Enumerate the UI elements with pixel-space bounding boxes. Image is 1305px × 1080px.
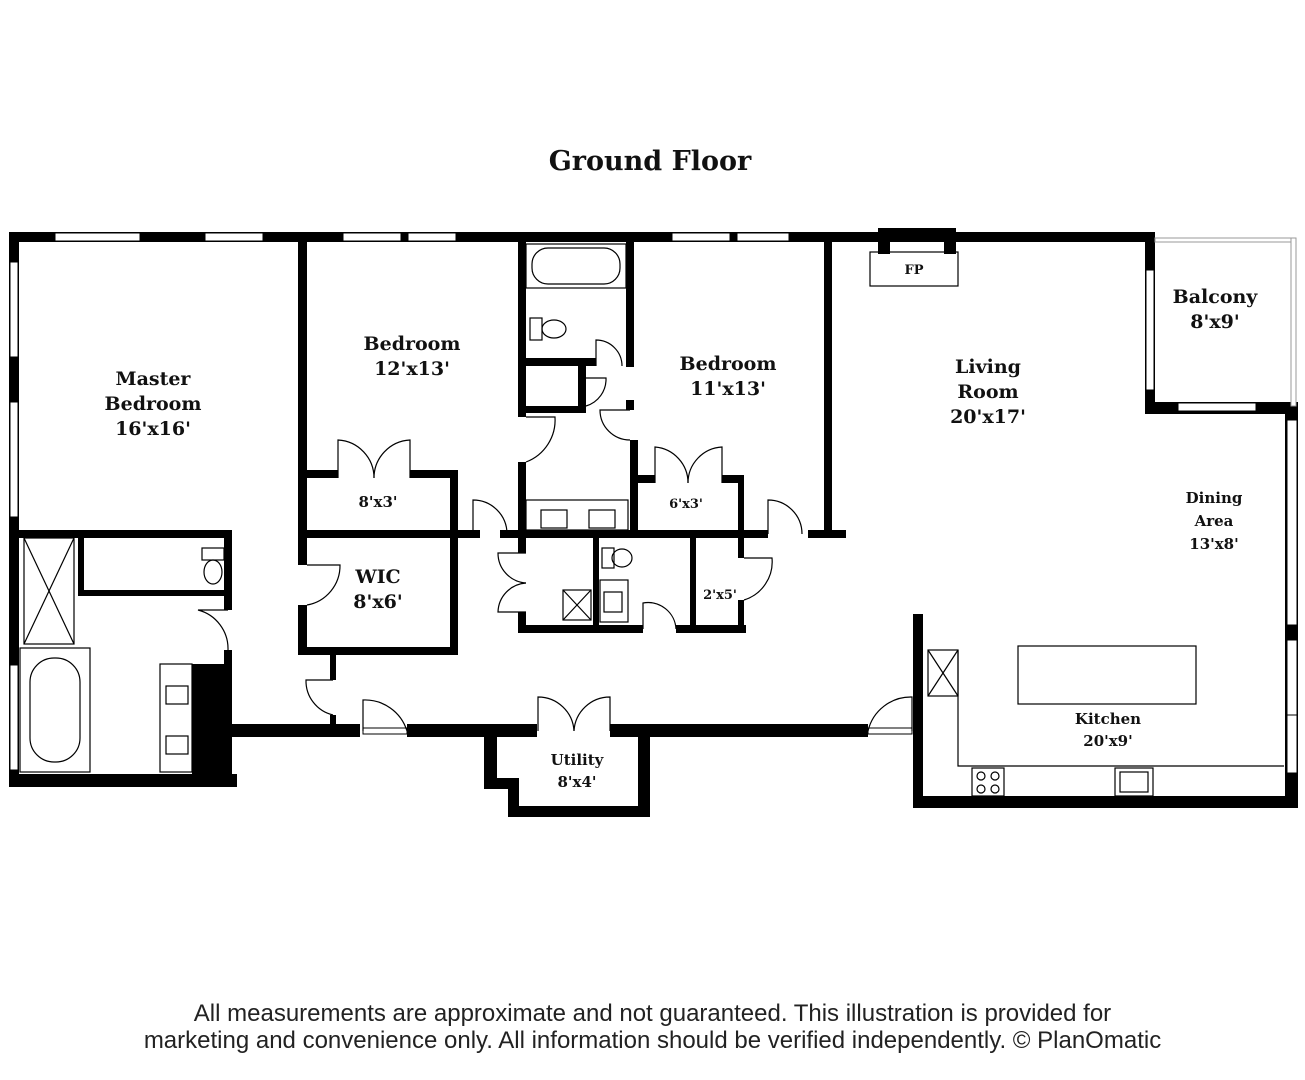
floor-plan: Ground Floor xyxy=(9,146,1298,817)
balcony-size: 8'x9' xyxy=(1190,311,1239,333)
floor-title: Ground Floor xyxy=(549,146,752,177)
disclaimer: All measurements are approximate and not… xyxy=(0,1000,1305,1054)
fireplace-label: FP xyxy=(904,263,923,278)
fireplace xyxy=(869,251,959,287)
windows xyxy=(9,232,1298,774)
master-bedroom-name-1: Master xyxy=(116,368,192,390)
wic-name: WIC xyxy=(354,566,400,588)
dining-area-size: 13'x8' xyxy=(1189,535,1238,553)
bedroom-b-name: Bedroom xyxy=(680,353,777,375)
living-room-name-1: Living xyxy=(955,356,1021,378)
bedroom-a-size: 12'x13' xyxy=(374,358,450,380)
dining-area-name-2: Area xyxy=(1194,512,1234,530)
utility-size: 8'x4' xyxy=(557,773,596,791)
master-bedroom-name-2: Bedroom xyxy=(105,393,202,415)
balcony-name: Balcony xyxy=(1173,286,1259,308)
master-bedroom-size: 16'x16' xyxy=(115,418,191,440)
closet-c-size: 2'x5' xyxy=(703,588,737,603)
living-room-size: 20'x17' xyxy=(950,406,1026,428)
disclaimer-line-2: marketing and convenience only. All info… xyxy=(143,1027,1162,1054)
balcony-railing xyxy=(1154,237,1297,407)
bedroom-b-size: 11'x13' xyxy=(690,378,766,400)
closet-b-size: 6'x3' xyxy=(669,497,703,512)
disclaimer-line-1: All measurements are approximate and not… xyxy=(193,1000,1112,1027)
doors xyxy=(197,339,913,732)
fixtures xyxy=(19,243,1284,797)
closet-a-size: 8'x3' xyxy=(358,493,397,511)
kitchen-size: 20'x9' xyxy=(1083,732,1132,750)
room-labels: Master Bedroom 16'x16' Bedroom 12'x13' B… xyxy=(105,263,1259,791)
wic-size: 8'x6' xyxy=(353,591,402,613)
utility-name: Utility xyxy=(551,751,605,769)
kitchen-name: Kitchen xyxy=(1075,710,1141,728)
interior-walls xyxy=(9,242,846,730)
living-room-name-2: Room xyxy=(957,381,1018,403)
exterior-walls xyxy=(9,228,1298,817)
dining-area-name-1: Dining xyxy=(1186,489,1243,507)
bedroom-a-name: Bedroom xyxy=(364,333,461,355)
